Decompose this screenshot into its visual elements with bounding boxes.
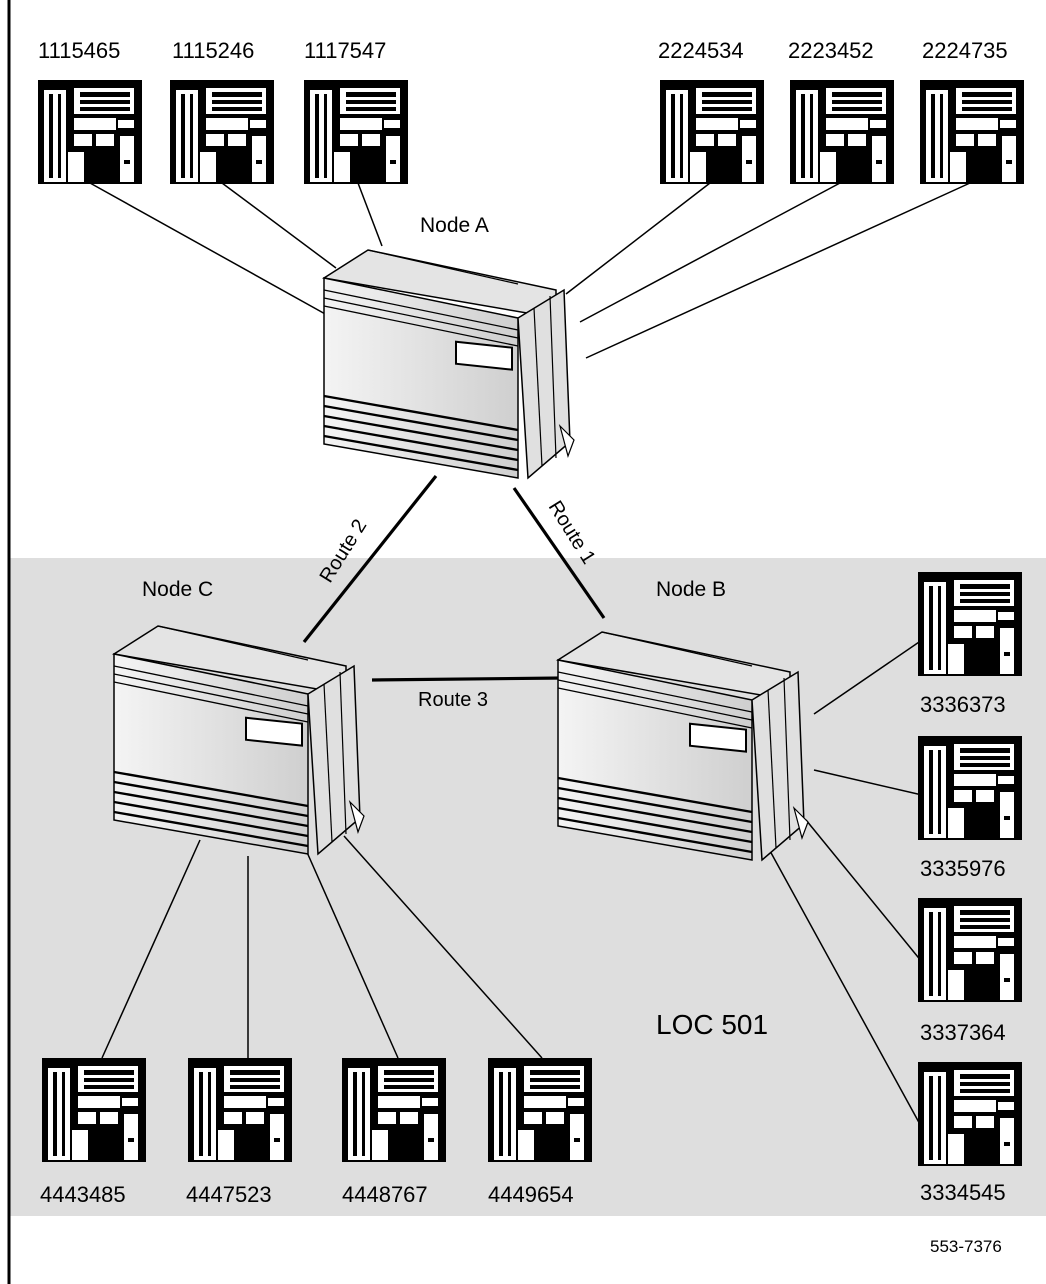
phone-number: 2224735 (922, 38, 1008, 63)
figure-id: 553-7376 (930, 1237, 1002, 1256)
node-b-label: Node B (656, 578, 726, 601)
phone-icon[interactable] (918, 736, 1022, 840)
location-label: LOC 501 (656, 1009, 768, 1040)
node-a-label: Node A (420, 214, 489, 237)
node-c-label: Node C (142, 578, 213, 601)
phone-number: 3337364 (920, 1020, 1006, 1045)
phone-icon[interactable] (342, 1058, 446, 1162)
phone-icon[interactable] (918, 898, 1022, 1002)
phone-number: 1115465 (38, 38, 120, 63)
phone-icon[interactable] (660, 80, 764, 184)
phone-icon[interactable] (488, 1058, 592, 1162)
node-a-cabinet[interactable] (324, 250, 574, 478)
route-1-label: Route 1 (544, 497, 600, 568)
phone-icon[interactable] (170, 80, 274, 184)
phone-icon[interactable] (38, 80, 142, 184)
phone-icon[interactable] (918, 572, 1022, 676)
phone-number: 2224534 (658, 38, 744, 63)
phone-number: 4449654 (488, 1182, 574, 1207)
phone-number: 4448767 (342, 1182, 428, 1207)
phone-icon[interactable] (920, 80, 1024, 184)
phone-icon[interactable] (188, 1058, 292, 1162)
phone-icon[interactable] (42, 1058, 146, 1162)
node-a-phones (38, 80, 1024, 184)
phone-icon[interactable] (304, 80, 408, 184)
phone-number: 2223452 (788, 38, 874, 63)
phone-number: 4443485 (40, 1182, 126, 1207)
phone-number: 3334545 (920, 1180, 1006, 1205)
phone-icon[interactable] (790, 80, 894, 184)
phone-number: 3335976 (920, 856, 1006, 881)
phone-number: 1117547 (304, 38, 386, 63)
phone-number: 4447523 (186, 1182, 272, 1207)
phone-icon[interactable] (918, 1062, 1022, 1166)
route-3-line (372, 678, 564, 680)
route-3-label: Route 3 (418, 689, 488, 711)
phone-number: 1115246 (172, 38, 254, 63)
phone-number: 3336373 (920, 692, 1006, 717)
